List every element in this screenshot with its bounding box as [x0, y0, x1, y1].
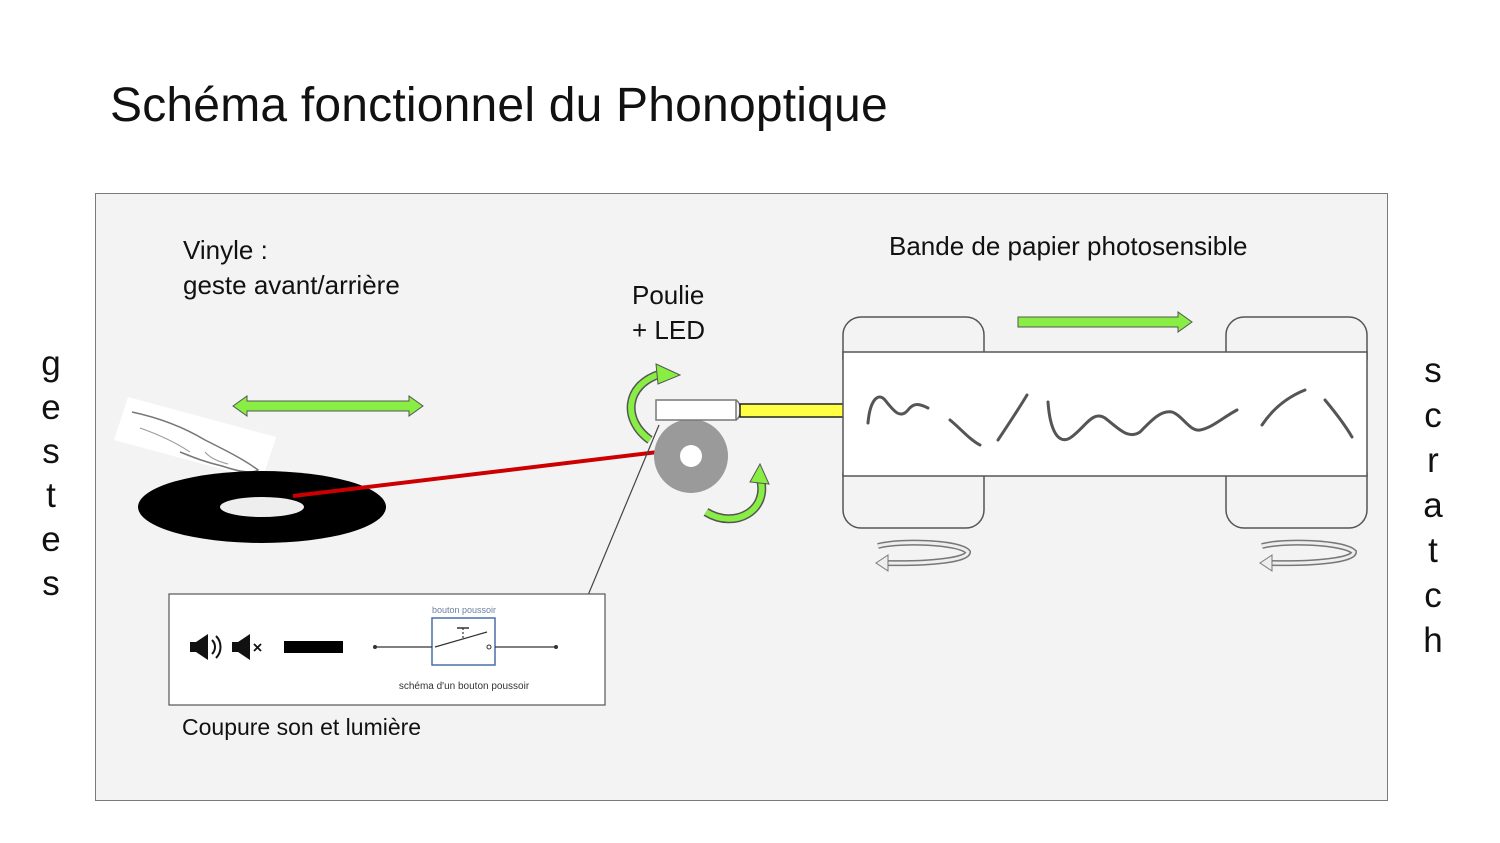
- paper-direction-arrow: [1017, 311, 1193, 333]
- black-bar: [284, 641, 343, 653]
- side-text-left: g e s t e s: [31, 342, 71, 606]
- side-left-letter: t: [46, 476, 56, 515]
- hand-sketch: [114, 397, 276, 480]
- laser-line: [292, 447, 684, 498]
- side-left-letter: s: [42, 564, 60, 603]
- paper-strip: [842, 351, 1368, 477]
- poulie-label: Poulie + LED: [632, 278, 705, 348]
- pulley: [654, 419, 728, 493]
- vinyle-label-line1: Vinyle :: [183, 235, 268, 265]
- side-right-letter: c: [1424, 396, 1442, 435]
- speaker-mute-icon: [232, 634, 262, 660]
- vinyle-label-line2: geste avant/arrière: [183, 270, 400, 300]
- side-left-letter: e: [41, 388, 61, 427]
- page-title: Schéma fonctionnel du Phonoptique: [110, 79, 888, 132]
- side-right-letter: c: [1424, 576, 1442, 615]
- side-right-letter: r: [1427, 441, 1439, 480]
- side-right-letter: h: [1423, 621, 1443, 660]
- pulley-rotation-arrows: [626, 363, 770, 524]
- poulie-label-line2: + LED: [632, 315, 705, 345]
- inset-caption-top: bouton poussoir: [432, 605, 496, 615]
- roller-rotation-arrow-right: [1259, 539, 1358, 572]
- led-module: [655, 399, 851, 421]
- side-right-letter: s: [1424, 351, 1442, 390]
- push-button-schematic: [373, 617, 558, 666]
- side-right-letter: a: [1423, 486, 1443, 525]
- side-left-letter: s: [42, 432, 60, 471]
- bande-label: Bande de papier photosensible: [889, 231, 1248, 261]
- side-left-letter: g: [41, 344, 61, 383]
- inset-caption-bottom: schéma d'un bouton poussoir: [399, 681, 530, 692]
- poulie-label-line1: Poulie: [632, 280, 705, 310]
- coupure-label: Coupure son et lumière: [182, 714, 422, 740]
- vinyl-record: [138, 471, 386, 543]
- side-text-right: s c r a t c h: [1413, 348, 1453, 663]
- roller-rotation-arrow-left: [875, 539, 972, 572]
- vinyl-double-arrow: [232, 395, 424, 417]
- side-left-letter: e: [41, 520, 61, 559]
- speaker-on-icon: [190, 634, 222, 660]
- side-right-letter: t: [1428, 531, 1438, 570]
- push-button-inset: bouton poussoir schéma d'un bouton pouss…: [168, 593, 606, 706]
- vinyle-label: Vinyle : geste avant/arrière: [183, 233, 400, 303]
